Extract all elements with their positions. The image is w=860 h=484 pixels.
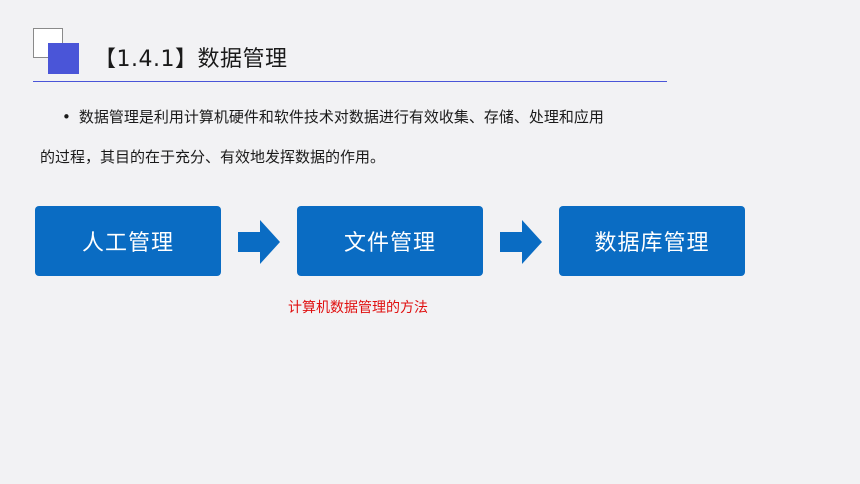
paragraph-line-1: • 数据管理是利用计算机硬件和软件技术对数据进行有效收集、存储、处理和应用	[40, 106, 680, 127]
title-underline	[33, 81, 667, 82]
stage-file-management: 文件管理	[297, 206, 483, 276]
flow-caption: 计算机数据管理的方法	[288, 300, 428, 316]
stage-label: 文件管理	[343, 231, 436, 256]
page-title: 【1.4.1】数据管理	[94, 47, 288, 72]
stage-label: 人工管理	[81, 231, 174, 256]
paragraph-line-2: 的过程，其目的在于充分、有效地发挥数据的作用。	[40, 148, 386, 166]
arrow-right-icon	[238, 220, 280, 264]
stage-database-management: 数据库管理	[559, 206, 745, 276]
stage-label: 数据库管理	[594, 231, 710, 256]
decorative-square-fill	[48, 43, 79, 74]
paragraph-text-1: 数据管理是利用计算机硬件和软件技术对数据进行有效收集、存储、处理和应用	[78, 108, 604, 126]
stage-manual-management: 人工管理	[35, 206, 221, 276]
arrow-right-icon	[500, 220, 542, 264]
bullet-point: •	[62, 108, 71, 126]
